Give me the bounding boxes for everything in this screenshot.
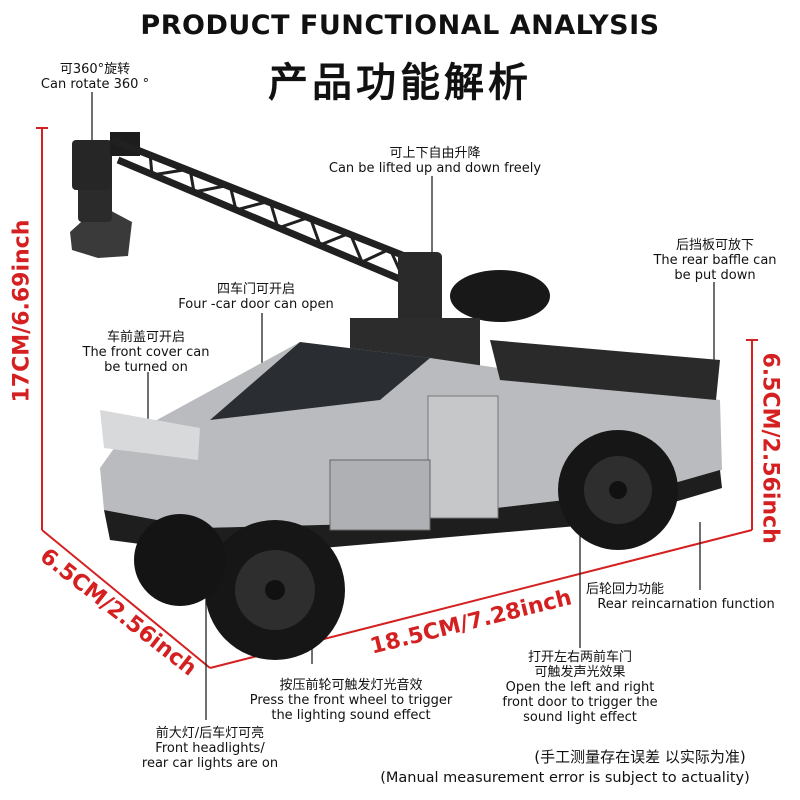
callout-lift: 可上下自由升降 Can be lifted up and down freely [300,146,570,176]
title-zh: 产品功能解析 [268,60,532,106]
callout-front-doors-zh1: 打开左右两前车门 [527,650,632,665]
note-en: (Manual measurement error is subject to … [380,770,750,786]
callout-front-doors: 打开左右两前车门 可触发声光效果 Open the left and right… [480,650,680,725]
rear-wheel [558,430,678,550]
callout-front-cover-en1: The front cover can [82,345,210,360]
callout-front-doors-en3: sound light effect [523,710,637,725]
callout-front-wheel-en1: Press the front wheel to trigger [249,693,453,708]
title-en: PRODUCT FUNCTIONAL ANALYSIS [140,10,660,41]
callout-rotate-en: Can rotate 360 ° [40,77,150,92]
callout-front-doors-en1: Open the left and right [505,680,655,695]
callout-doors4-en: Four -car door can open [178,297,334,312]
dimension-height: 17CM/6.69inch [9,219,35,403]
callout-lift-zh: 可上下自由升降 [389,146,481,161]
callout-front-wheel-zh: 按压前轮可触发灯光音效 [279,678,423,693]
callout-front-doors-en2: front door to trigger the [502,695,658,710]
callout-front-cover-en2: be turned on [104,360,188,375]
note-zh: (手工测量存在误差 以实际为准) [534,748,746,766]
callout-doors4: 四车门可开启 Four -car door can open [156,282,356,312]
callout-lights: 前大灯/后车灯可亮 Front headlights/ rear car lig… [110,726,310,771]
front-tire [134,514,226,606]
callout-lift-en: Can be lifted up and down freely [328,161,542,176]
callout-front-doors-zh2: 可触发声光效果 [534,665,626,680]
callout-baffle-en2: be put down [674,268,756,283]
callout-rotate-zh: 可360°旋转 [59,62,131,77]
callout-rotate: 可360°旋转 Can rotate 360 ° [20,62,170,92]
callout-lights-zh: 前大灯/后车灯可亮 [155,726,265,741]
callout-lights-en1: Front headlights/ [155,741,265,756]
callout-front-cover-zh: 车前盖可开启 [106,330,185,345]
crane [70,132,550,368]
callout-doors4-zh: 四车门可开启 [216,282,295,297]
callout-baffle-zh: 后挡板可放下 [675,238,754,253]
dimension-rear-height: 6.5CM/2.56inch [757,352,783,544]
callout-rear-wheel: 后轮回力功能 Rear reincarnation function [586,582,786,612]
callout-baffle: 后挡板可放下 The rear baffle can be put down [636,238,794,283]
callout-rear-wheel-en: Rear reincarnation function [597,597,775,612]
front-wheel [205,520,345,660]
callout-rear-wheel-zh: 后轮回力功能 [586,582,665,597]
callout-front-cover: 车前盖可开启 The front cover can be turned on [66,330,226,375]
callout-baffle-en1: The rear baffle can [653,253,777,268]
callout-front-wheel: 按压前轮可触发灯光音效 Press the front wheel to tri… [226,678,476,723]
callout-lights-en2: rear car lights are on [141,756,279,771]
callout-front-wheel-en2: the lighting sound effect [271,708,431,723]
